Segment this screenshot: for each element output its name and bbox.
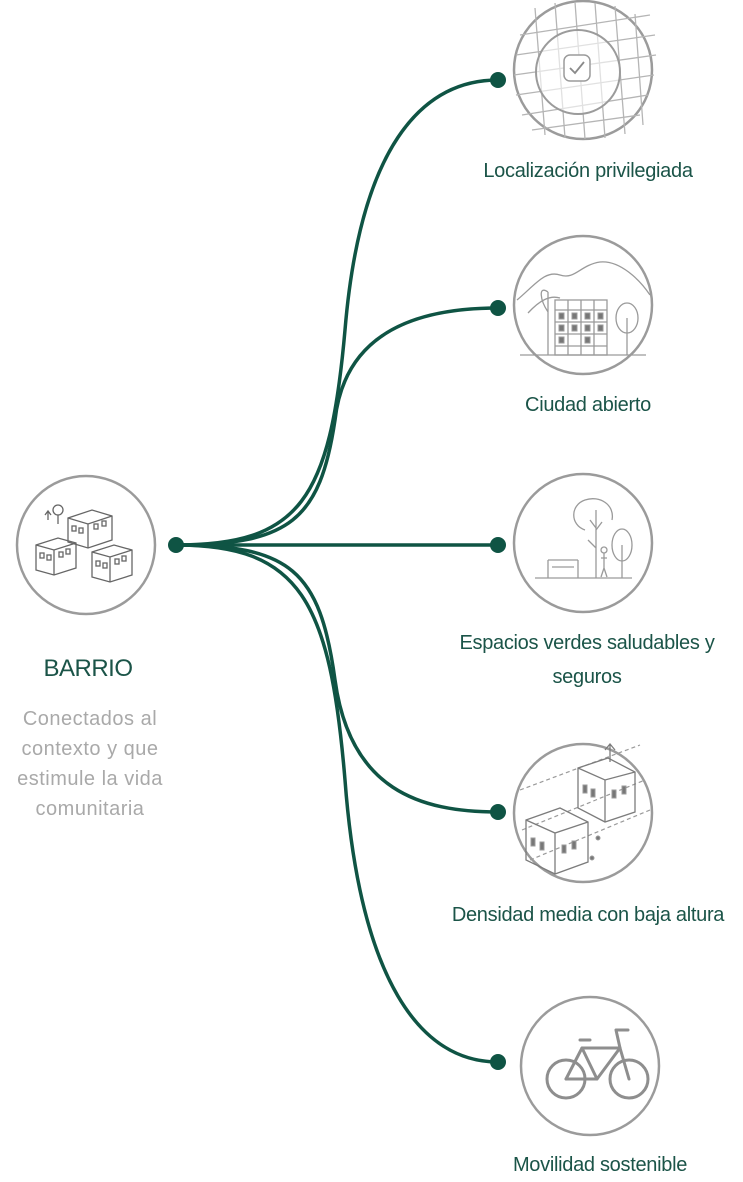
green-space-park-icon: [512, 472, 654, 614]
city-grid-location-icon: [512, 0, 657, 141]
bicycle-icon: [519, 995, 661, 1137]
label-movilidad: Movilidad sostenible: [512, 1154, 688, 1176]
label-ciudad: Ciudad abierto: [525, 394, 651, 416]
dot-movilidad: [490, 1054, 506, 1070]
connector-dots: [168, 72, 506, 1070]
connector-movilidad: [174, 543, 500, 1064]
connector-localizacion: [174, 78, 500, 547]
medium-density-buildings-icon: [512, 742, 654, 884]
open-city-mountains-icon: [512, 234, 654, 376]
connectors: [174, 78, 500, 1064]
dot-localizacion: [490, 72, 506, 88]
hub-description: Conectados al contexto y que estimule la…: [17, 708, 163, 820]
dot-espacios: [490, 537, 506, 553]
label-densidad: Densidad media con baja altura: [451, 904, 725, 926]
connector-densidad: [174, 543, 500, 814]
hub-title: BARRIO: [43, 655, 133, 682]
connector-ciudad: [174, 306, 500, 547]
neighborhood-buildings-icon: [15, 474, 157, 616]
dot-ciudad: [490, 300, 506, 316]
label-espacios: Espacios verdes saludables y seguros: [459, 632, 715, 688]
hub-dot: [168, 537, 184, 553]
label-localizacion: Localización privilegiada: [483, 160, 693, 182]
dot-densidad: [490, 804, 506, 820]
